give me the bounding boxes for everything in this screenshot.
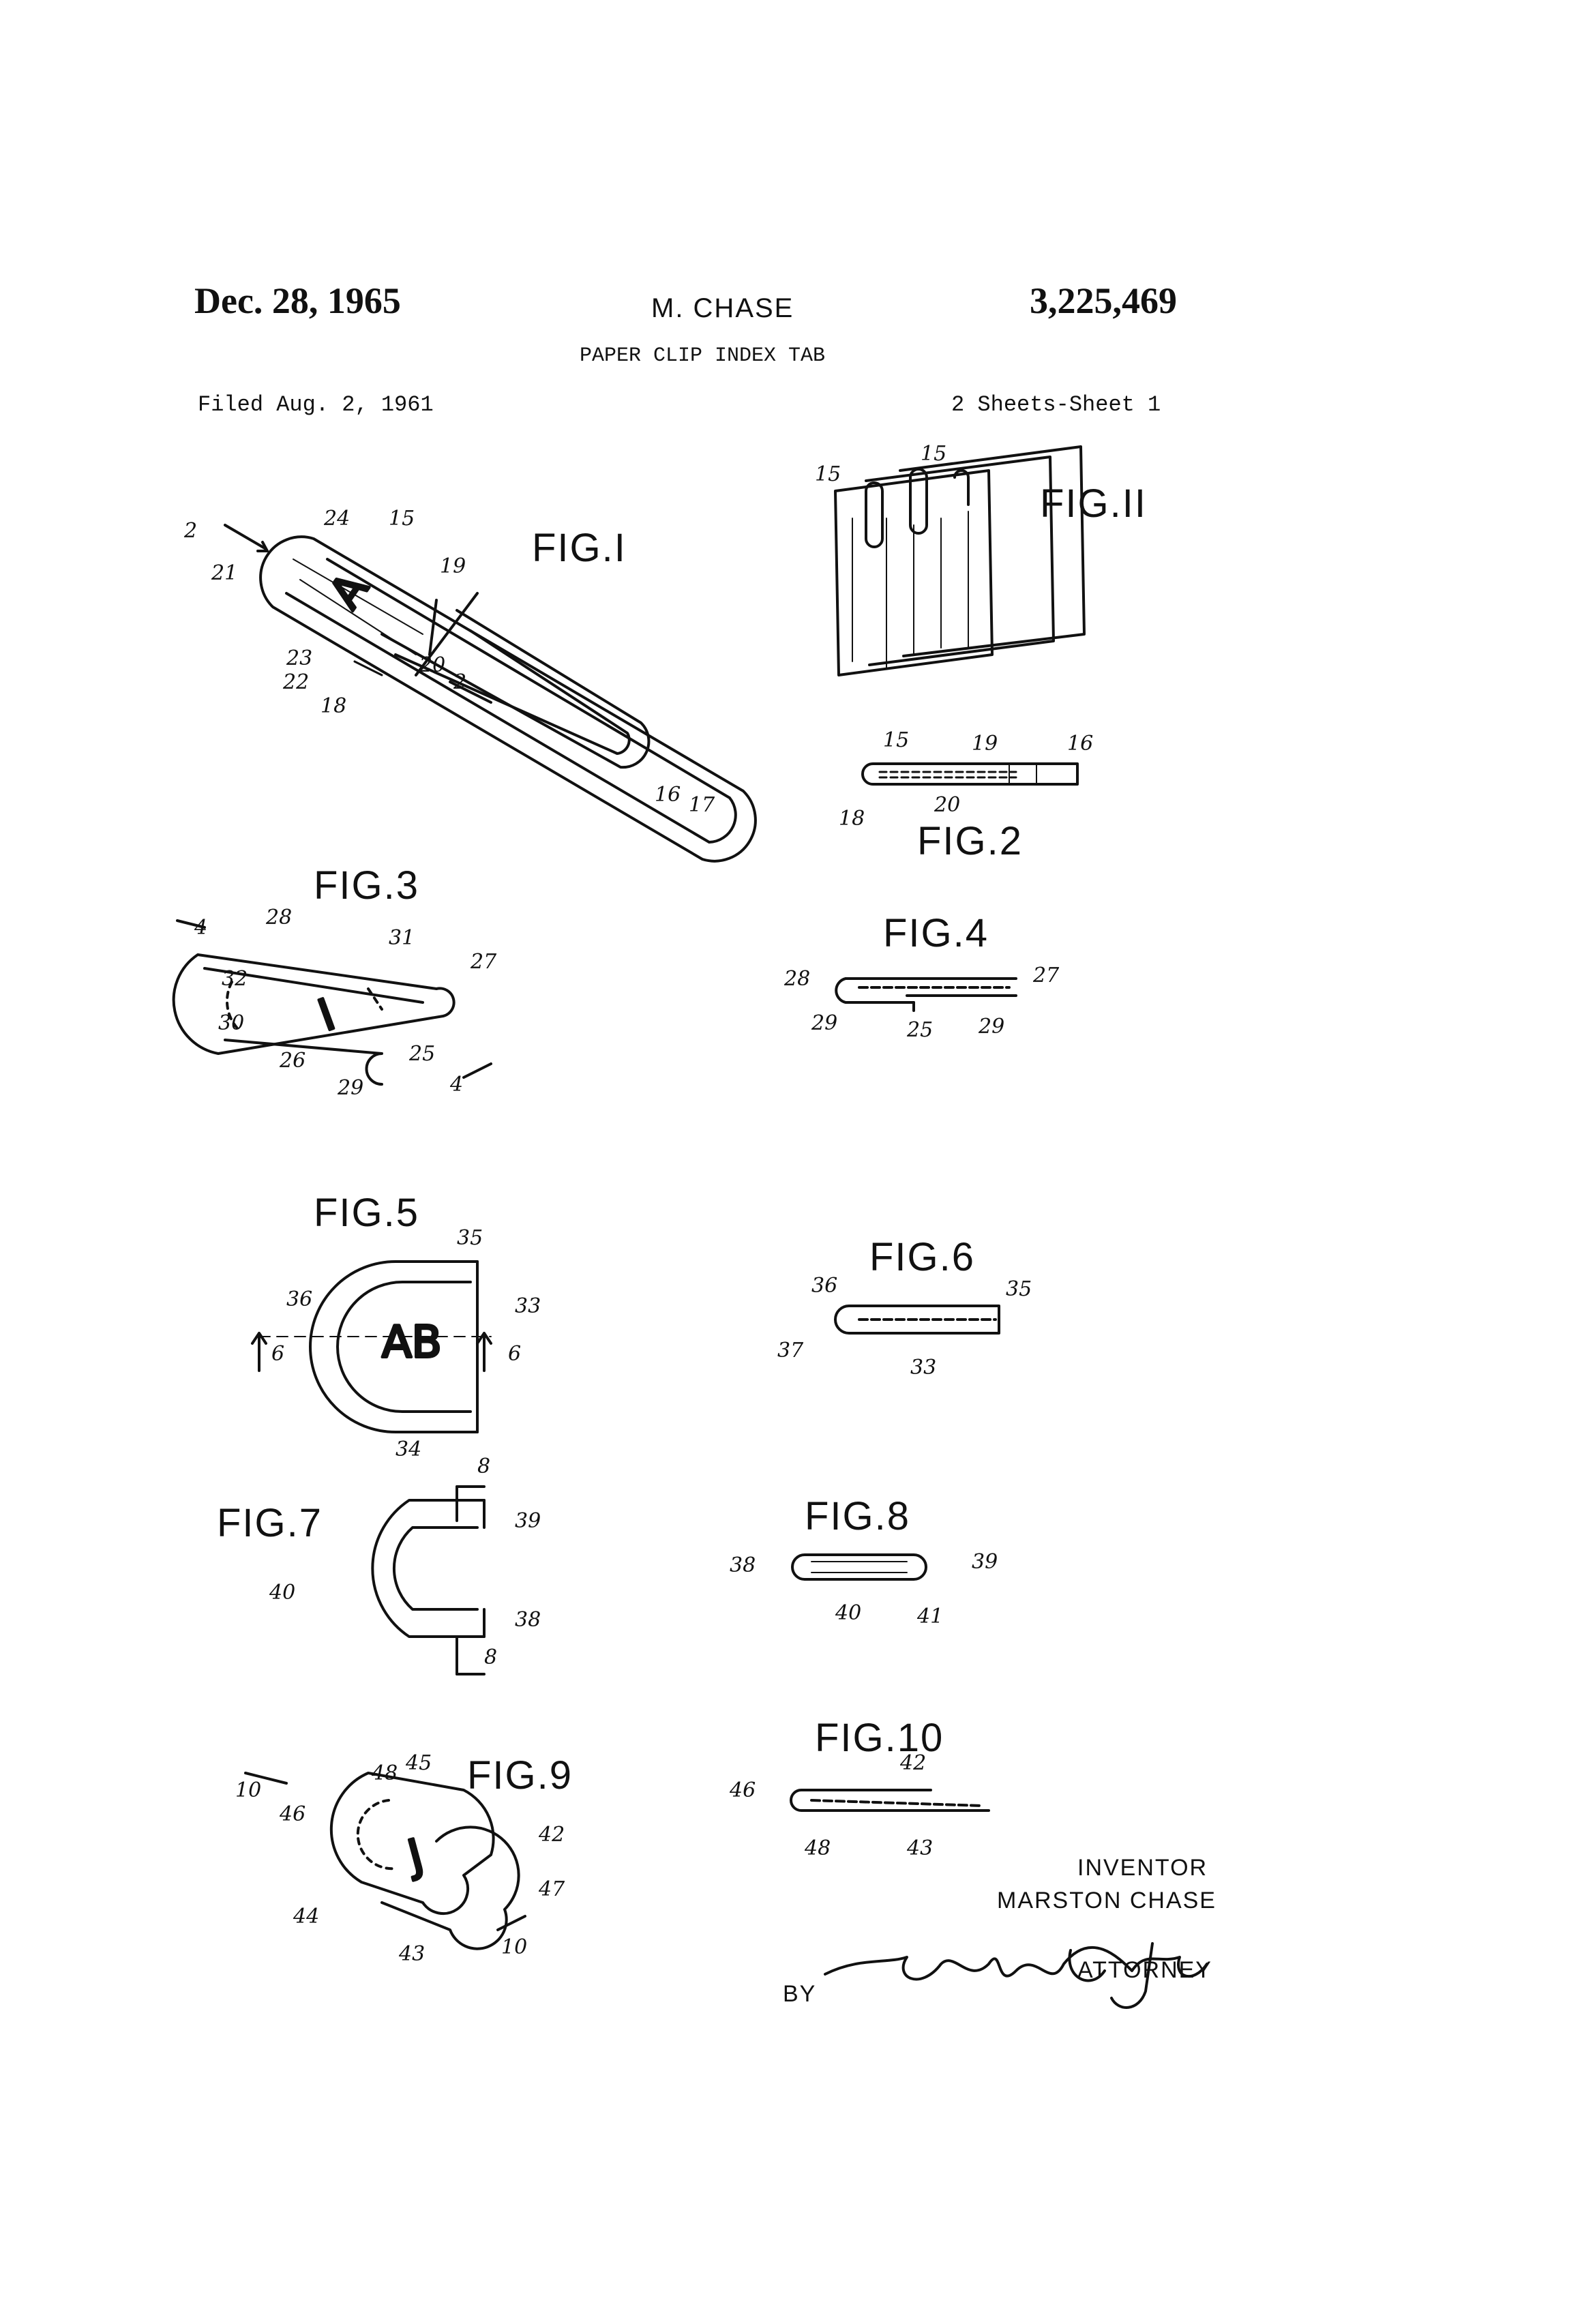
ref-numeral: 8	[484, 1645, 497, 1669]
ref-numeral: 25	[906, 1018, 933, 1042]
ref-numeral: 2	[453, 670, 466, 694]
ref-numeral: 18	[839, 807, 865, 831]
ref-numeral: 10	[501, 1935, 527, 1959]
ref-numeral: 6	[508, 1342, 521, 1366]
ref-numeral: 38	[730, 1553, 756, 1577]
ref-numeral: 36	[811, 1274, 837, 1298]
ref-numeral: 44	[293, 1905, 319, 1928]
fig3-tab	[174, 921, 491, 1084]
fig2-section	[863, 764, 1077, 784]
ref-numeral: 29	[811, 1011, 837, 1035]
ref-numeral: 47	[538, 1877, 565, 1901]
ref-numeral: 42	[899, 1751, 926, 1775]
ref-numeral: 10	[235, 1778, 261, 1802]
fig4-section	[836, 979, 1016, 1011]
ref-numeral: 27	[470, 950, 497, 974]
ref-numeral: 45	[405, 1751, 432, 1775]
fig5-tab-text: AB	[382, 1317, 442, 1368]
fig10-section	[791, 1790, 989, 1811]
ref-numeral: 40	[835, 1601, 861, 1625]
ref-numeral: 31	[389, 926, 415, 950]
ref-numeral: 15	[815, 462, 841, 486]
fig6-section	[835, 1306, 999, 1333]
ref-numeral: 39	[972, 1550, 998, 1574]
ref-numeral: 16	[655, 783, 681, 807]
ref-numeral: 26	[279, 1049, 305, 1073]
ref-numeral: 29	[978, 1015, 1004, 1039]
ref-numeral: 33	[515, 1294, 541, 1318]
ref-numeral: 43	[906, 1836, 933, 1860]
ref-numeral: 16	[1067, 732, 1093, 756]
ref-numeral: 46	[729, 1778, 756, 1802]
ref-numeral: 19	[972, 732, 998, 756]
ref-numeral: 48	[371, 1761, 398, 1785]
ref-numeral: 28	[265, 906, 292, 929]
fig7-u-clip	[372, 1487, 484, 1674]
fig8-section	[792, 1555, 926, 1579]
fig9-tab-letter: J	[400, 1830, 428, 1883]
ref-numeral: 29	[337, 1076, 363, 1100]
ref-numeral: 43	[398, 1942, 425, 1966]
ref-numeral: 18	[320, 694, 346, 718]
ref-numeral: 35	[1006, 1277, 1032, 1301]
ref-numeral: 39	[515, 1509, 541, 1533]
ref-numeral: 20	[934, 793, 960, 817]
ref-numeral: 34	[395, 1437, 421, 1461]
ref-numeral: 15	[883, 728, 909, 752]
ref-numeral: 25	[408, 1042, 435, 1066]
ref-numeral: 23	[286, 646, 312, 670]
ref-numeral: 15	[389, 507, 415, 531]
ref-numeral: 20	[419, 653, 445, 677]
ref-numeral: 24	[323, 507, 350, 531]
ref-numeral: 8	[477, 1455, 490, 1478]
fig9-tab	[245, 1773, 525, 1949]
fig3-tab-letter: I	[312, 989, 342, 1041]
ref-numeral: 40	[269, 1581, 295, 1605]
ref-numeral: 22	[282, 670, 309, 694]
ref-numeral: 46	[279, 1802, 305, 1826]
ref-numeral: 19	[440, 554, 466, 578]
ref-numeral: 21	[211, 561, 237, 585]
reference-numerals: 2 21 24 15 19 23 22 18 20 2 16 17 15 15 …	[183, 442, 1093, 1966]
ref-numeral: 28	[783, 967, 810, 991]
ref-numeral: 17	[689, 793, 715, 817]
ref-numeral: 33	[910, 1356, 936, 1380]
ref-numeral: 35	[457, 1226, 483, 1250]
ref-numeral: 37	[777, 1339, 804, 1362]
ref-numeral: 41	[916, 1605, 943, 1628]
ref-numeral: 6	[271, 1342, 284, 1366]
ref-numeral: 4	[194, 916, 207, 940]
ref-numeral: 32	[222, 967, 248, 991]
ref-numeral: 48	[804, 1836, 831, 1860]
ref-numeral: 38	[515, 1608, 541, 1632]
ref-numeral: 42	[538, 1823, 565, 1847]
ref-numeral: 30	[218, 1011, 244, 1035]
ref-numeral: 36	[286, 1287, 312, 1311]
ref-numeral: 15	[921, 442, 946, 466]
ref-numeral: 2	[183, 519, 197, 543]
fig11-stacked-sheets	[835, 447, 1084, 675]
ref-numeral: 4	[449, 1073, 463, 1097]
attorney-signature	[825, 1943, 1207, 2008]
ref-numeral: 27	[1032, 964, 1060, 987]
